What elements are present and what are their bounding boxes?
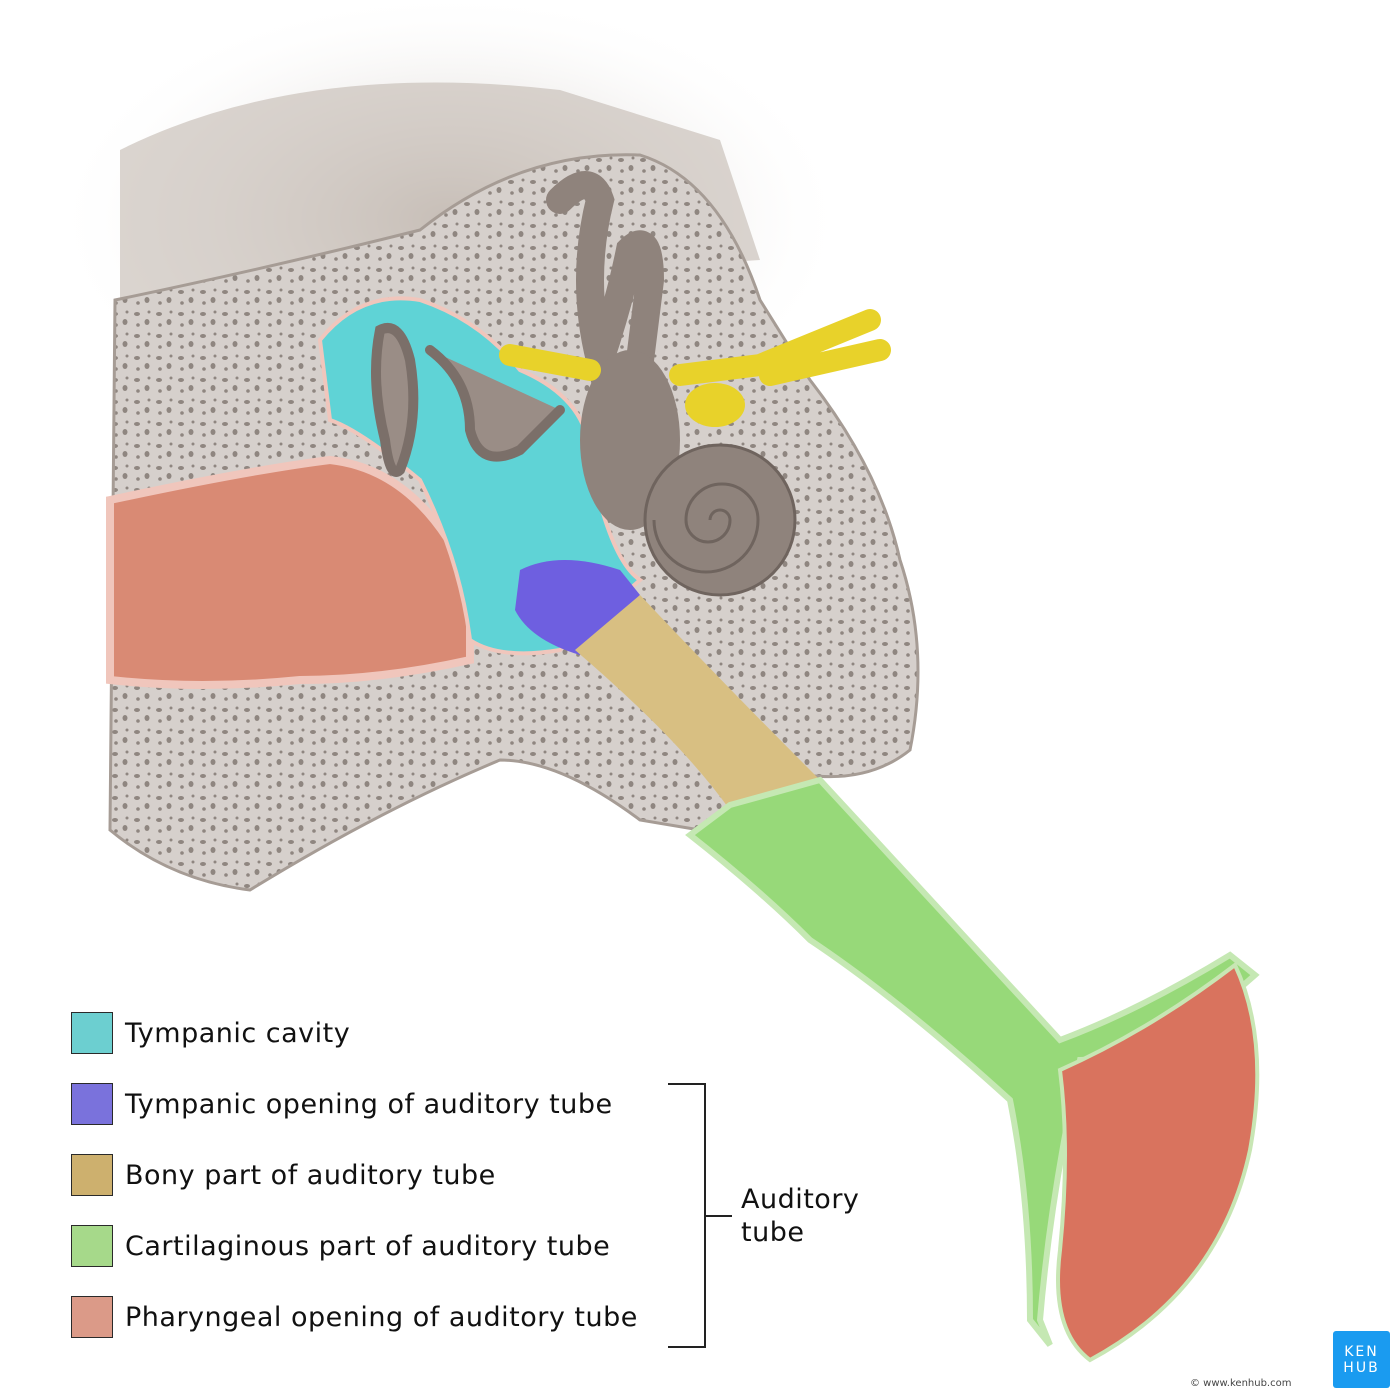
vestibulocochlear-nerve: [669, 309, 891, 386]
legend-item-tympanic-opening: Tympanic opening of auditory tube: [71, 1082, 613, 1126]
legend-label: Tympanic opening of auditory tube: [125, 1088, 613, 1120]
nerve-ganglion: [685, 383, 745, 427]
legend-swatch: [71, 1083, 113, 1125]
legend-swatch: [71, 1225, 113, 1267]
legend-swatch: [71, 1012, 113, 1054]
semicircular-canals: [546, 171, 665, 411]
legend-label: Cartilaginous part of auditory tube: [125, 1230, 611, 1262]
legend-item-tympanic-cavity: Tympanic cavity: [71, 1011, 350, 1055]
auditory-tube-bracket: [668, 1083, 706, 1348]
bony-part-auditory-tube: [575, 595, 820, 810]
legend-label: Pharyngeal opening of auditory tube: [125, 1301, 638, 1333]
logo-line1: KEN: [1344, 1343, 1379, 1360]
legend-swatch: [71, 1154, 113, 1196]
cochlea: [643, 443, 797, 597]
legend-item-pharyngeal-opening: Pharyngeal opening of auditory tube: [71, 1295, 638, 1339]
pharyngeal-opening: [1056, 961, 1260, 1363]
legend-item-bony-part: Bony part of auditory tube: [71, 1153, 496, 1197]
tympanic-opening: [515, 560, 640, 655]
legend-swatch: [71, 1296, 113, 1338]
legend-label: Tympanic cavity: [125, 1017, 351, 1049]
copyright-text: © www.kenhub.com: [1190, 1378, 1292, 1389]
ossicles: [371, 323, 565, 477]
cochlea-spiral: [652, 482, 760, 574]
logo-line2: HUB: [1343, 1359, 1380, 1376]
bracket-tick: [706, 1215, 732, 1217]
auditory-tube-label: Auditory tube: [741, 1184, 860, 1248]
facial-nerve: [499, 344, 601, 381]
cartilaginous-part-auditory-tube: [685, 776, 1260, 1347]
kenhub-logo[interactable]: KEN HUB: [1333, 1331, 1390, 1388]
legend-item-cartilaginous-part: Cartilaginous part of auditory tube: [71, 1224, 610, 1268]
legend-label: Bony part of auditory tube: [125, 1159, 496, 1191]
